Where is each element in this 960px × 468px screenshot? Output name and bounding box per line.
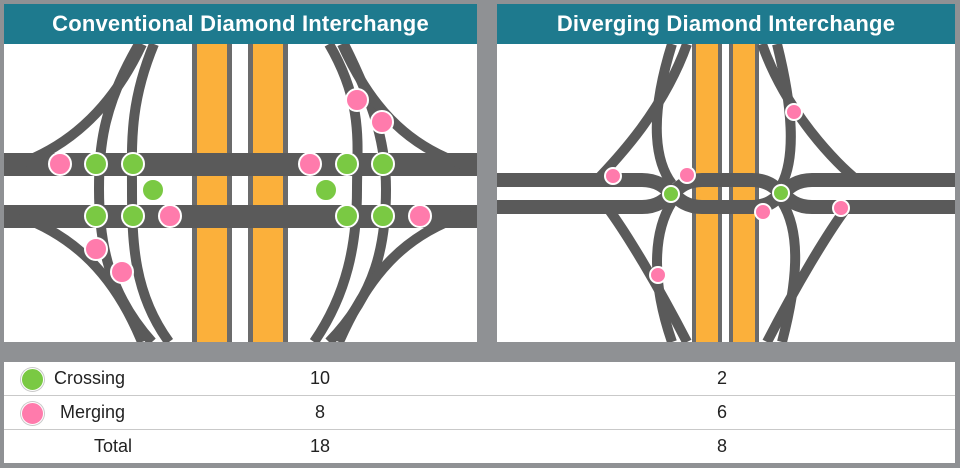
merging-diverging-value: 6 (716, 402, 727, 422)
merging-label: Merging (60, 402, 126, 422)
merging-point (785, 103, 803, 121)
conflict-points (604, 103, 850, 284)
crossing-point (84, 152, 108, 176)
crossing-point (335, 204, 359, 228)
merging-point (649, 266, 667, 284)
crossing-conventional-value: 10 (309, 368, 331, 388)
total-conventional-value: 18 (309, 436, 331, 456)
crossing-point (84, 204, 108, 228)
merging-point (298, 152, 322, 176)
conventional-diamond-diagram (4, 41, 477, 342)
diverging-diamond-title: Diverging Diamond Interchange (497, 4, 955, 44)
merging-point (754, 203, 772, 221)
diverging-diamond-panel: Diverging Diamond Interchange (497, 4, 955, 342)
merging-point (678, 166, 696, 184)
crossing-point (371, 204, 395, 228)
merging-point (408, 204, 432, 228)
crossing-point (772, 184, 790, 202)
table-row-merging: Merging 8 6 (4, 396, 955, 430)
merging-point (158, 204, 182, 228)
crossing-point (141, 178, 165, 202)
crossing-point (121, 152, 145, 176)
total-label: Total (94, 436, 133, 456)
cross-street (4, 153, 477, 228)
conventional-diamond-panel: Conventional Diamond Interchange (4, 4, 477, 342)
crossing-diverging-value: 2 (716, 368, 727, 388)
diverging-diamond-diagram (497, 42, 955, 342)
conventional-diamond-title: Conventional Diamond Interchange (4, 4, 477, 44)
crossing-point (662, 185, 680, 203)
crossing-point (314, 178, 338, 202)
merging-point (370, 110, 394, 134)
table-row-total: Total 18 8 (4, 430, 955, 463)
crossing-point (371, 152, 395, 176)
ramps (17, 41, 464, 342)
crossing-point (121, 204, 145, 228)
merging-point (48, 152, 72, 176)
merging-point (604, 167, 622, 185)
merging-point (345, 88, 369, 112)
crossing-label: Crossing (54, 368, 126, 388)
merging-point (84, 237, 108, 261)
cross-street (497, 173, 955, 214)
conflict-points (48, 88, 432, 284)
pink-dot-icon (21, 402, 44, 425)
highway (192, 44, 288, 342)
merging-conventional-value: 8 (314, 402, 325, 422)
highway (692, 44, 759, 342)
table-row-crossing: Crossing 10 2 (4, 362, 955, 396)
ramps (593, 42, 861, 342)
conflict-points-table: Crossing 10 2 Merging 8 6 Total 18 8 (4, 362, 955, 463)
crossing-point (335, 152, 359, 176)
merging-point (110, 260, 134, 284)
merging-point (832, 199, 850, 217)
total-diverging-value: 8 (716, 436, 727, 456)
green-dot-icon (21, 368, 44, 391)
